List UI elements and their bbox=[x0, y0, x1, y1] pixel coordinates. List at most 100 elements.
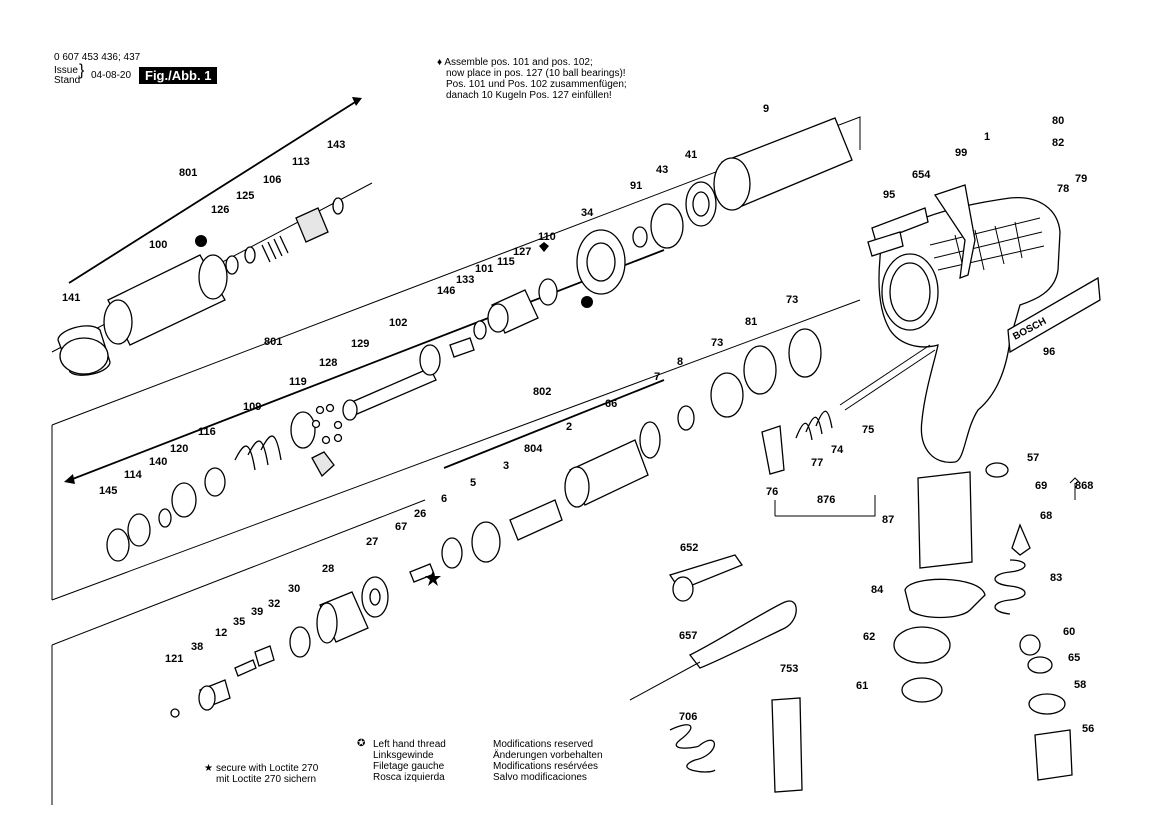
part-label: 126 bbox=[211, 204, 229, 216]
tool-housing: BOSCH bbox=[867, 184, 1101, 463]
part-label: 2 bbox=[566, 421, 572, 433]
part-label: 113 bbox=[292, 156, 310, 168]
air-inlet-parts bbox=[893, 462, 1073, 781]
left-thread-icon: ✪ bbox=[357, 738, 366, 749]
part-label: 99 bbox=[955, 147, 967, 159]
part-label: 61 bbox=[856, 680, 868, 692]
part-label: 28 bbox=[322, 563, 334, 575]
modifications-note-2: Änderungen vorbehalten bbox=[493, 750, 603, 761]
part-label: 81 bbox=[745, 316, 757, 328]
part-label: 32 bbox=[268, 598, 280, 610]
service-tools bbox=[629, 554, 803, 793]
part-label: 876 bbox=[817, 494, 835, 506]
part-label: 868 bbox=[1075, 480, 1093, 492]
modifications-note-1: Modifications reserved bbox=[493, 739, 594, 750]
part-label: 69 bbox=[1035, 480, 1047, 492]
left-thread-note-1: Left hand thread bbox=[373, 739, 446, 750]
loctite-note-1: secure with Loctite 270 bbox=[216, 763, 319, 774]
part-label: 127 bbox=[513, 246, 531, 258]
part-label: 110 bbox=[538, 231, 556, 243]
part-label: 27 bbox=[366, 536, 378, 548]
part-label: 35 bbox=[233, 616, 245, 628]
part-label: 100 bbox=[149, 239, 167, 251]
part-label: 66 bbox=[605, 398, 617, 410]
assembly-note-1: ♦ Assemble pos. 101 and pos. 102; bbox=[437, 57, 593, 68]
part-label: 56 bbox=[1082, 723, 1094, 735]
part-number: 0 607 453 436; 437 bbox=[54, 52, 141, 63]
part-label: 79 bbox=[1075, 173, 1087, 185]
part-label: 96 bbox=[1043, 346, 1055, 358]
part-label: 143 bbox=[327, 139, 345, 151]
issue-date: 04-08-20 bbox=[91, 70, 132, 81]
assembly-note-3: Pos. 101 und Pos. 102 zusammenfügen; bbox=[446, 79, 627, 90]
part-label: 77 bbox=[811, 457, 823, 469]
part-label: 73 bbox=[711, 337, 723, 349]
part-label: 8 bbox=[677, 356, 683, 368]
star-icon: ★ bbox=[204, 763, 213, 774]
figure-label: Fig./Abb. 1 bbox=[139, 67, 218, 84]
part-label: 115 bbox=[497, 256, 515, 268]
part-label: 119 bbox=[289, 376, 307, 388]
left-thread-note-4: Rosca izquierda bbox=[373, 772, 445, 783]
part-label: 75 bbox=[862, 424, 874, 436]
part-label: 706 bbox=[679, 711, 697, 723]
part-label: 95 bbox=[883, 189, 895, 201]
part-label: 74 bbox=[831, 444, 844, 456]
part-label: 128 bbox=[319, 357, 337, 369]
part-label: 141 bbox=[62, 292, 80, 304]
upper-parts bbox=[57, 117, 853, 562]
part-label: 67 bbox=[395, 521, 407, 533]
part-label: 12 bbox=[215, 627, 227, 639]
part-label: 3 bbox=[503, 460, 509, 472]
part-label: 145 bbox=[99, 485, 117, 497]
part-label: 133 bbox=[456, 274, 474, 286]
part-label: 114 bbox=[124, 469, 143, 481]
part-label: 43 bbox=[656, 164, 668, 176]
part-label: 73 bbox=[786, 294, 798, 306]
part-label: 65 bbox=[1068, 652, 1080, 664]
modifications-note-4: Salvo modificaciones bbox=[493, 772, 587, 783]
part-label: 140 bbox=[149, 456, 167, 468]
star-icon bbox=[425, 570, 441, 586]
motor-parts bbox=[441, 328, 936, 569]
part-label: 125 bbox=[236, 190, 254, 202]
part-labels: 801 143 113 106 125 126 100 141 9 41 43 … bbox=[62, 103, 1094, 735]
part-label: 121 bbox=[165, 653, 183, 665]
symbols bbox=[195, 235, 593, 586]
part-label: 80 bbox=[1052, 115, 1064, 127]
part-label: 76 bbox=[766, 486, 778, 498]
diamond-icon bbox=[539, 242, 549, 252]
part-label: 802 bbox=[533, 386, 551, 398]
stand-label: Stand bbox=[54, 75, 81, 86]
part-label: 82 bbox=[1052, 137, 1064, 149]
part-label: 58 bbox=[1074, 679, 1086, 691]
modifications-note-3: Modifications resérvées bbox=[493, 761, 599, 772]
group-arrows bbox=[64, 97, 1081, 517]
part-label: 801 bbox=[264, 336, 282, 348]
part-label: 62 bbox=[863, 631, 875, 643]
part-label: 87 bbox=[882, 514, 894, 526]
part-label: 106 bbox=[263, 174, 281, 186]
part-label: 657 bbox=[679, 630, 697, 642]
part-label: 60 bbox=[1063, 626, 1075, 638]
left-thread-note-3: Filetage gauche bbox=[373, 761, 445, 772]
group-frames bbox=[51, 116, 861, 805]
part-label: 34 bbox=[581, 207, 594, 219]
part-label: 120 bbox=[170, 443, 188, 455]
part-label: 78 bbox=[1057, 183, 1069, 195]
part-label: 7 bbox=[654, 371, 660, 383]
part-label: 109 bbox=[243, 401, 261, 413]
part-label: 116 bbox=[198, 426, 216, 438]
assembly-note-4: danach 10 Kugeln Pos. 127 einfüllen! bbox=[446, 90, 612, 101]
part-label: 5 bbox=[470, 477, 476, 489]
part-label: 26 bbox=[414, 508, 426, 520]
part-label: 83 bbox=[1050, 572, 1062, 584]
assembly-note-2: now place in pos. 127 (10 ball bearings)… bbox=[446, 68, 626, 79]
issue-label: Issue bbox=[54, 65, 78, 76]
lower-parts bbox=[170, 563, 435, 718]
part-label: 753 bbox=[780, 663, 798, 675]
part-label: 146 bbox=[437, 285, 455, 297]
part-label: 41 bbox=[685, 149, 697, 161]
part-label: 38 bbox=[191, 641, 203, 653]
part-label: 804 bbox=[524, 443, 543, 455]
